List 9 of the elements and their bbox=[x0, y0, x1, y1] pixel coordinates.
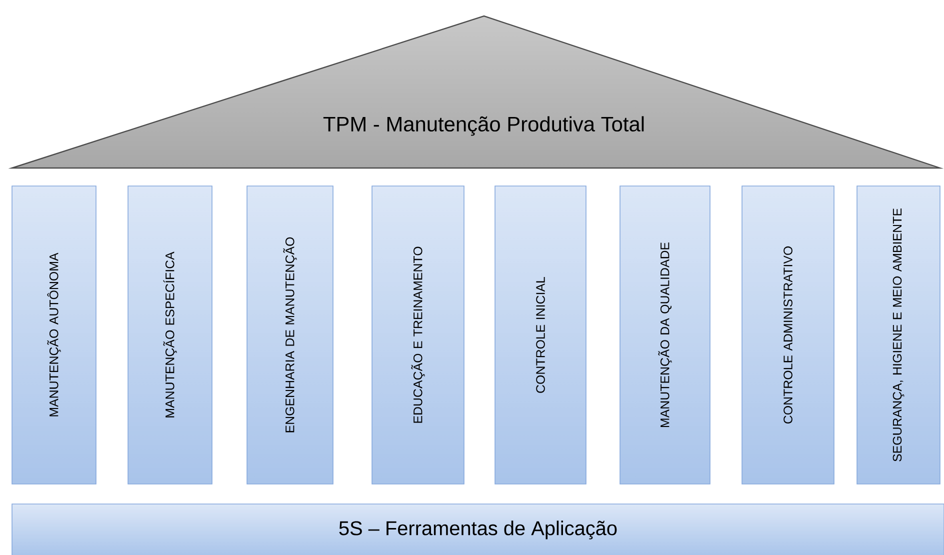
pillar-box: MANUTENÇÃO AUTÔNOMA bbox=[12, 186, 96, 484]
base-box: 5S – Ferramentas de Aplicação bbox=[12, 504, 944, 555]
pillar-box: ENGENHARIA DE MANUTENÇÃO bbox=[246, 186, 334, 484]
pillar-box: CONTROLE ADMINISTRATIVO bbox=[742, 186, 834, 484]
pillar-box: EDUCAÇÃO E TREINAMENTO bbox=[372, 186, 464, 484]
pillar-box: MANUTENÇÃO DA QUALIDADE bbox=[620, 186, 710, 484]
pillar-box: MANUTENÇÃO ESPECÍFICA bbox=[128, 186, 212, 484]
pillar-box: CONTROLE INICIAL bbox=[494, 186, 586, 484]
pillar-box: SEGURANÇA, HIGIENE E MEIO AMBIENTE bbox=[856, 186, 940, 484]
